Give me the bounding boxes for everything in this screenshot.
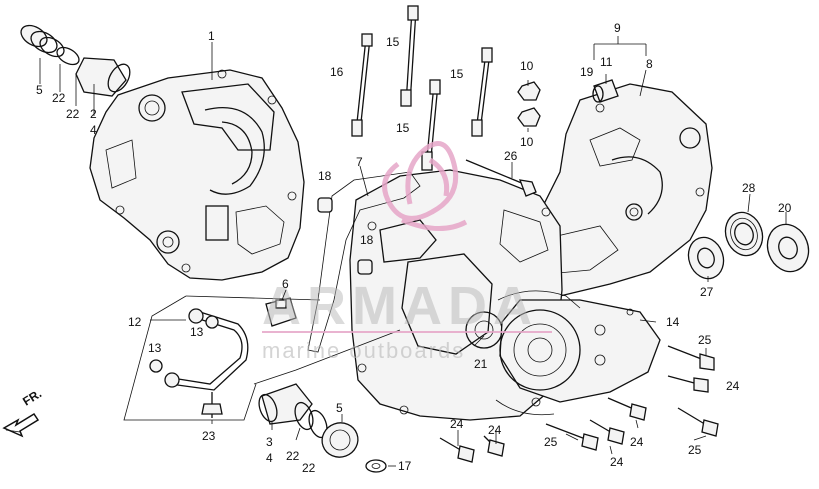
callout-24-a: 24	[726, 379, 740, 393]
cover-bolts	[439, 345, 719, 463]
callout-1: 1	[208, 29, 215, 43]
callout-5-lower: 5	[336, 401, 343, 415]
callout-3-lower: 3	[266, 435, 273, 449]
callout-24-b: 24	[450, 417, 464, 431]
callout-16: 16	[330, 65, 344, 79]
watermark-subtitle: marine outboards	[262, 338, 465, 363]
callout-15-b: 15	[450, 67, 464, 81]
oil-pipe-bracket-outline	[123, 295, 257, 421]
callout-9: 9	[614, 21, 621, 35]
callout-25-b: 25	[544, 435, 558, 449]
callout-25-a: 25	[698, 333, 712, 347]
callout-14: 14	[666, 315, 680, 329]
callout-25-c: 25	[688, 443, 702, 457]
callout-10-a: 10	[520, 59, 534, 73]
callout-13-b: 13	[148, 341, 162, 355]
leader-lines	[39, 36, 787, 467]
callout-6: 6	[282, 277, 289, 291]
watermark: ARMADA marine outboards	[262, 141, 552, 363]
callout-18-b: 18	[360, 233, 374, 247]
bushing-11-19	[592, 79, 619, 103]
cylinder-studs	[351, 5, 493, 171]
dowel-pins	[317, 197, 373, 275]
callout-15-c: 15	[396, 121, 410, 135]
stud-15-a	[400, 5, 419, 107]
bearing-27	[687, 236, 725, 280]
callout-22-upper-a: 22	[52, 91, 66, 105]
nuts-10	[517, 81, 541, 127]
callout-26: 26	[504, 149, 518, 163]
front-direction-marker: FR.	[2, 386, 44, 438]
callout-17: 17	[398, 459, 412, 473]
side-cover-assembly	[495, 290, 661, 416]
callout-27: 27	[700, 285, 714, 299]
callout-23: 23	[202, 429, 216, 443]
left-crankcase-half	[89, 69, 305, 281]
callout-7: 7	[356, 155, 363, 169]
callout-28: 28	[742, 181, 756, 195]
callout-13-a: 13	[190, 325, 204, 339]
callout-4-upper: 4	[90, 123, 97, 137]
part-callouts: 1 5 22 22 2 4 16 15 15 15 7 18 18 10 10 …	[36, 21, 792, 475]
stud-16	[351, 33, 373, 137]
callout-5-upper: 5	[36, 83, 43, 97]
callout-10-b: 10	[520, 135, 534, 149]
callout-20: 20	[778, 201, 792, 215]
callout-18-a: 18	[318, 169, 332, 183]
watermark-brand: ARMADA	[262, 276, 538, 336]
stud-15-b	[471, 47, 493, 137]
callout-24-e: 24	[610, 455, 624, 469]
oil-pipe-assembly	[149, 308, 249, 418]
bearing-28	[724, 211, 764, 257]
callout-22-lower-b: 22	[302, 461, 316, 475]
callout-15-a: 15	[386, 35, 400, 49]
callout-2: 2	[90, 107, 97, 121]
seal-20	[766, 223, 810, 273]
callout-24-c: 24	[488, 423, 502, 437]
watermark-logo-mark	[382, 141, 468, 232]
callout-22-upper-b: 22	[66, 107, 80, 121]
callout-22-lower-a: 22	[286, 449, 300, 463]
lower-seal-stack	[258, 383, 387, 473]
callout-8: 8	[646, 57, 653, 71]
callout-12: 12	[128, 315, 142, 329]
callout-19: 19	[580, 65, 594, 79]
callout-24-d: 24	[630, 435, 644, 449]
stud-15-c	[421, 79, 441, 171]
callout-21: 21	[474, 357, 488, 371]
callout-4-lower: 4	[266, 451, 273, 465]
front-label: FR.	[20, 386, 44, 408]
callout-11: 11	[600, 55, 613, 69]
bolt-26	[465, 159, 537, 197]
